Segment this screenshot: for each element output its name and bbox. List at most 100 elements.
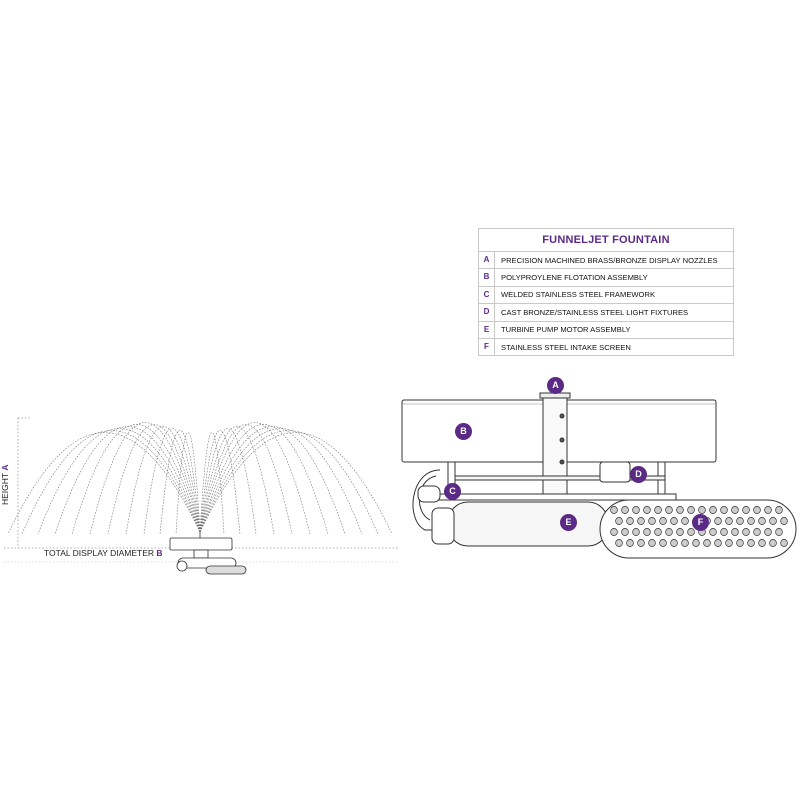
frame-rail <box>429 493 677 501</box>
spray-arc <box>199 422 311 535</box>
screen-hole <box>626 517 634 525</box>
screen-hole <box>621 528 629 536</box>
screen-hole <box>769 539 777 547</box>
screen-hole <box>637 517 645 525</box>
legend-key: F <box>479 338 495 356</box>
screen-hole <box>725 539 733 547</box>
screen-hole <box>610 506 618 514</box>
legend-row-b: B POLYPROYLENE FLOTATION ASSEMBLY <box>479 269 733 287</box>
screen-hole <box>758 517 766 525</box>
spray-arc <box>21 430 201 535</box>
diameter-key: B <box>156 548 163 558</box>
intake-screen-holes <box>610 506 788 547</box>
legend-label: CAST BRONZE/STAINLESS STEEL LIGHT FIXTUR… <box>501 307 689 317</box>
callout-marker-c: C <box>444 483 461 500</box>
screen-hole <box>736 517 744 525</box>
legend-key: A <box>479 252 495 269</box>
spray-arc <box>199 424 329 535</box>
screen-hole <box>610 528 618 536</box>
legend-row-c: C WELDED STAINLESS STEEL FRAMEWORK <box>479 286 733 305</box>
spray-arc <box>54 426 201 535</box>
screen-hole <box>747 517 755 525</box>
screen-hole <box>714 539 722 547</box>
screen-hole <box>780 517 788 525</box>
screen-hole <box>632 528 640 536</box>
screen-hole <box>687 528 695 536</box>
screen-hole <box>769 517 777 525</box>
screen-hole <box>676 528 684 536</box>
screen-hole <box>758 539 766 547</box>
screen-hole <box>665 528 673 536</box>
callout-marker-e: E <box>560 514 577 531</box>
legend-row-a: A PRECISION MACHINED BRASS/BRONZE DISPLA… <box>479 252 733 270</box>
screen-hole <box>654 506 662 514</box>
screen-hole <box>747 539 755 547</box>
screen-hole <box>643 528 651 536</box>
legend-key: E <box>479 321 495 338</box>
screen-hole <box>775 528 783 536</box>
screen-hole <box>648 539 656 547</box>
diameter-text: TOTAL DISPLAY DIAMETER <box>44 548 157 558</box>
light-fixture-left <box>417 485 441 503</box>
spray-arc <box>199 430 379 535</box>
small-screen <box>205 565 247 575</box>
screen-hole <box>709 506 717 514</box>
screen-hole <box>731 528 739 536</box>
screen-hole <box>731 506 739 514</box>
callout-marker-d: D <box>630 466 647 483</box>
frame-crossbar <box>454 475 666 481</box>
screen-hole <box>720 528 728 536</box>
intake-hose <box>412 469 445 531</box>
screen-hole <box>725 517 733 525</box>
callout-marker-a: A <box>547 377 564 394</box>
screen-hole <box>780 539 788 547</box>
legend-row-e: E TURBINE PUMP MOTOR ASSEMBLY <box>479 321 733 339</box>
callout-marker-b: B <box>455 423 472 440</box>
screen-hole <box>753 528 761 536</box>
legend-key: D <box>479 304 495 321</box>
screen-hole <box>670 539 678 547</box>
spray-arc <box>199 428 363 535</box>
screen-hole <box>621 506 629 514</box>
legend-row-d: D CAST BRONZE/STAINLESS STEEL LIGHT FIXT… <box>479 304 733 322</box>
legend-row-f: F STAINLESS STEEL INTAKE SCREEN <box>479 338 733 356</box>
screen-hole <box>736 539 744 547</box>
legend-label: PRECISION MACHINED BRASS/BRONZE DISPLAY … <box>501 255 718 265</box>
nozzle-post <box>542 395 568 497</box>
diameter-dimension-label: TOTAL DISPLAY DIAMETER B <box>44 548 163 558</box>
screen-hole <box>742 506 750 514</box>
legend-key: C <box>479 286 495 304</box>
screen-hole <box>643 506 651 514</box>
screen-hole <box>665 506 673 514</box>
screen-hole <box>659 539 667 547</box>
spray-arc <box>37 428 201 535</box>
screen-hole <box>764 506 772 514</box>
screen-hole <box>648 517 656 525</box>
screen-hole <box>632 506 640 514</box>
legend-key: B <box>479 269 495 286</box>
light-fixture-d <box>599 461 631 483</box>
screen-hole <box>714 517 722 525</box>
screen-hole <box>659 517 667 525</box>
screen-hole <box>615 517 623 525</box>
screen-hole <box>615 539 623 547</box>
screen-hole <box>626 539 634 547</box>
small-fountain-unit <box>169 530 247 575</box>
screen-hole <box>764 528 772 536</box>
screen-hole <box>742 528 750 536</box>
spray-arc <box>199 424 293 535</box>
screen-hole <box>681 539 689 547</box>
screen-hole <box>681 517 689 525</box>
screen-hole <box>709 528 717 536</box>
screen-hole <box>720 506 728 514</box>
callout-marker-f: F <box>692 514 709 531</box>
legend-label: POLYPROYLENE FLOTATION ASSEMBLY <box>501 273 648 283</box>
spray-arc <box>107 424 201 535</box>
screen-hole <box>692 539 700 547</box>
spray-arcs <box>7 422 393 535</box>
spray-arc <box>199 426 346 535</box>
legend-label: TURBINE PUMP MOTOR ASSEMBLY <box>501 325 631 335</box>
